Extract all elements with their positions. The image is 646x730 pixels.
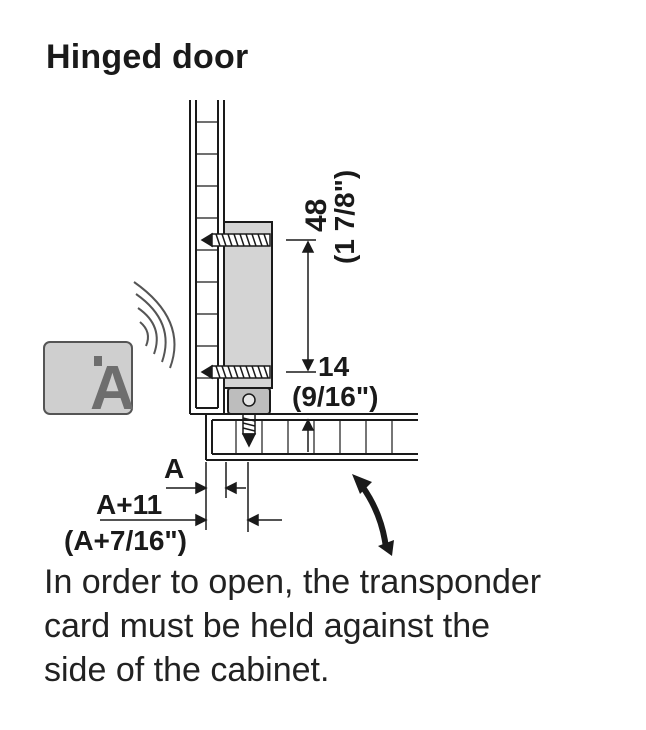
transponder-card-icon: A	[43, 341, 135, 423]
dimension-14-inch: (9/16")	[292, 381, 378, 412]
gap-dimension	[166, 462, 246, 530]
offset-dimension	[100, 462, 282, 532]
door-swing-arrow-icon	[352, 474, 394, 556]
dimension-a-plus-11: A+11	[96, 489, 162, 520]
lock-body	[223, 221, 273, 389]
bottom-screw-icon	[200, 364, 271, 380]
dimension-a-plus-7-16: (A+7/16")	[64, 525, 187, 556]
dimension-48-inch: (1 7/8")	[329, 170, 360, 264]
dimension-48: 48	[300, 199, 333, 232]
caption-line-3: side of the cabinet.	[44, 651, 330, 689]
instruction-caption: In order to open, the transponder card m…	[44, 560, 634, 692]
dimension-14: 14	[318, 351, 350, 382]
wireless-signal-icon	[133, 281, 176, 369]
top-screw-icon	[200, 232, 271, 248]
caption-line-2: card must be held against the	[44, 607, 491, 645]
vertical-screw-icon	[241, 413, 257, 448]
dimension-a: A	[164, 453, 184, 484]
bottom-offset-dimension	[301, 418, 315, 452]
caption-line-1: In order to open, the transponder	[44, 563, 542, 601]
page-title: Hinged door	[46, 38, 249, 76]
vertical-dimension-line	[286, 239, 316, 373]
door-panel	[205, 413, 418, 461]
